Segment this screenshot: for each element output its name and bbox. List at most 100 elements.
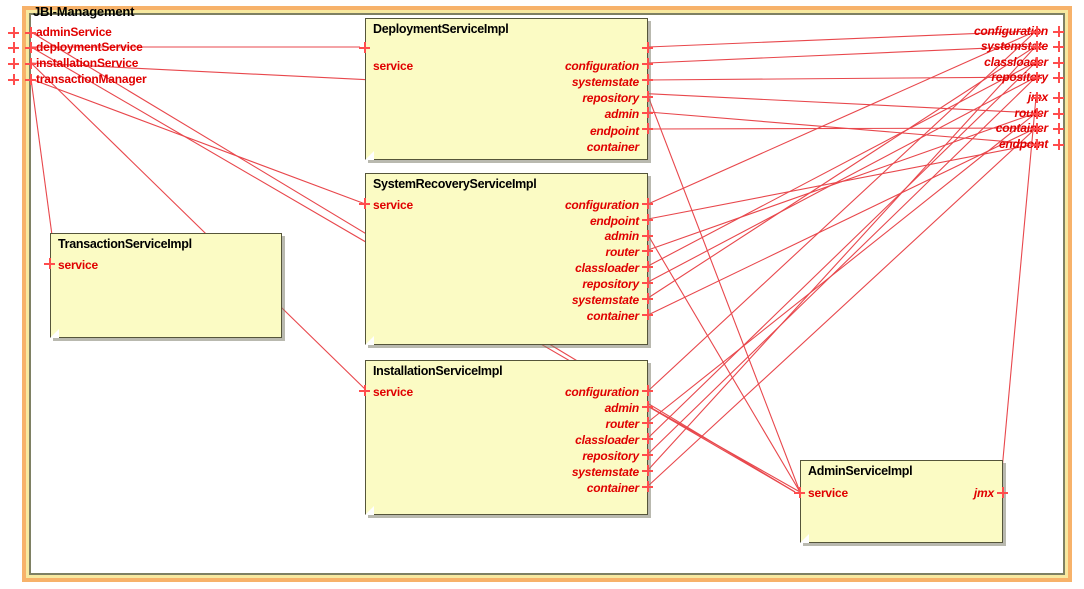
port-service[interactable] <box>44 258 55 269</box>
port-configuration[interactable] <box>642 198 653 209</box>
frame-title: JBI-Management <box>33 4 135 19</box>
frame-left-port-outer-transactionManager[interactable] <box>8 74 19 85</box>
port-systemstate[interactable] <box>642 293 653 304</box>
frame-left-port-label-installationService: installationService <box>36 56 139 70</box>
port-label-systemstate: systemstate <box>571 465 639 479</box>
frame-left-port-transactionManager[interactable] <box>25 74 36 85</box>
frame-right-port-label-jmx: jmx <box>1027 90 1048 104</box>
port-router[interactable] <box>642 245 653 256</box>
port-classloader[interactable] <box>642 261 653 272</box>
port-endpoint[interactable] <box>642 107 653 118</box>
frame-left-port-deploymentService[interactable] <box>25 42 36 53</box>
frame-right-port-outer-router[interactable] <box>1053 108 1064 119</box>
port-label-admin: admin <box>604 401 640 415</box>
port-admin[interactable] <box>642 230 653 241</box>
port-label-router: router <box>605 417 640 431</box>
port-service[interactable] <box>359 42 370 53</box>
frame-right-port-systemstate[interactable] <box>1031 41 1042 52</box>
component-title: AdminServiceImpl <box>808 464 913 478</box>
component-title: SystemRecoveryServiceImpl <box>373 177 537 191</box>
frame-right-port-label-repository: repository <box>991 70 1048 84</box>
component-title: TransactionServiceImpl <box>58 237 192 251</box>
port-label-classloader: classloader <box>575 433 639 447</box>
port-configuration[interactable] <box>642 42 653 53</box>
port-label-repository: repository <box>582 91 639 105</box>
port-label-repository: repository <box>582 449 639 463</box>
port-service[interactable] <box>794 487 805 498</box>
frame-right-port-label-systemstate: systemstate <box>980 39 1048 53</box>
port-label-service: service <box>808 486 848 500</box>
port-container[interactable] <box>642 309 653 320</box>
frame-left-port-label-deploymentService: deploymentService <box>36 40 143 54</box>
port-repository[interactable] <box>642 277 653 288</box>
port-label-jmx: jmx <box>973 486 994 500</box>
frame-right-port-classloader[interactable] <box>1031 57 1042 68</box>
frame-right-port-router[interactable] <box>1031 108 1042 119</box>
frame-left-port-outer-deploymentService[interactable] <box>8 42 19 53</box>
port-systemstate[interactable] <box>642 465 653 476</box>
port-label-repository: repository <box>582 277 639 291</box>
jbi-management-frame-outer <box>22 6 1072 582</box>
port-label-service: service <box>373 198 413 212</box>
frame-right-port-outer-repository[interactable] <box>1053 72 1064 83</box>
port-repository[interactable] <box>642 449 653 460</box>
port-label-admin: admin <box>604 107 640 121</box>
port-service[interactable] <box>359 198 370 209</box>
port-configuration[interactable] <box>642 385 653 396</box>
jbi-management-frame-mid <box>26 10 1068 578</box>
port-jmx[interactable] <box>997 487 1008 498</box>
port-label-systemstate: systemstate <box>571 75 639 89</box>
frame-right-port-configuration[interactable] <box>1031 26 1042 37</box>
port-label-service: service <box>373 385 413 399</box>
frame-right-port-label-configuration: configuration <box>973 24 1048 38</box>
port-label-container: container <box>586 309 639 323</box>
frame-left-port-installationService[interactable] <box>25 58 36 69</box>
port-label-systemstate: systemstate <box>571 293 639 307</box>
frame-left-port-outer-installationService[interactable] <box>8 58 19 69</box>
component-admin-service-impl[interactable]: AdminServiceImpl service jmx <box>800 460 1003 543</box>
frame-right-port-outer-classloader[interactable] <box>1053 57 1064 68</box>
frame-right-port-endpoint[interactable] <box>1031 139 1042 150</box>
component-installation-service-impl[interactable]: InstallationServiceImpl service configur… <box>365 360 648 515</box>
frame-right-port-repository[interactable] <box>1031 72 1042 83</box>
port-service[interactable] <box>359 385 370 396</box>
port-label-router: router <box>605 245 640 259</box>
port-label-service: service <box>58 258 98 272</box>
port-admin[interactable] <box>642 401 653 412</box>
frame-right-port-outer-configuration[interactable] <box>1053 26 1064 37</box>
port-label-container: container <box>586 140 639 154</box>
port-label-service: service <box>373 59 413 73</box>
port-admin[interactable] <box>642 91 653 102</box>
component-deployment-service-impl[interactable]: DeploymentServiceImpl service configurat… <box>365 18 648 160</box>
port-endpoint[interactable] <box>642 214 653 225</box>
frame-left-port-adminService[interactable] <box>25 27 36 38</box>
frame-right-port-outer-container[interactable] <box>1053 123 1064 134</box>
frame-right-port-outer-endpoint[interactable] <box>1053 139 1064 150</box>
port-systemstate[interactable] <box>642 58 653 69</box>
frame-right-port-label-classloader: classloader <box>984 55 1048 69</box>
frame-left-port-label-transactionManager: transactionManager <box>36 72 147 86</box>
frame-right-port-label-endpoint: endpoint <box>998 137 1048 151</box>
frame-right-port-container[interactable] <box>1031 123 1042 134</box>
frame-right-port-outer-systemstate[interactable] <box>1053 41 1064 52</box>
port-classloader[interactable] <box>642 433 653 444</box>
frame-right-port-label-router: router <box>1014 106 1049 120</box>
port-repository[interactable] <box>642 74 653 85</box>
port-container[interactable] <box>642 481 653 492</box>
component-title: DeploymentServiceImpl <box>373 22 509 36</box>
frame-left-port-outer-adminService[interactable] <box>8 27 19 38</box>
port-router[interactable] <box>642 417 653 428</box>
port-label-endpoint: endpoint <box>589 214 639 228</box>
component-system-recovery-service-impl[interactable]: SystemRecoveryServiceImpl service config… <box>365 173 648 345</box>
frame-right-port-jmx[interactable] <box>1031 92 1042 103</box>
frame-right-port-label-container: container <box>995 121 1048 135</box>
port-label-container: container <box>586 481 639 495</box>
port-label-configuration: configuration <box>564 59 639 73</box>
frame-right-port-outer-jmx[interactable] <box>1053 92 1064 103</box>
frame-left-port-label-adminService: adminService <box>36 25 112 39</box>
port-label-admin: admin <box>604 229 640 243</box>
port-label-configuration: configuration <box>564 385 639 399</box>
component-transaction-service-impl[interactable]: TransactionServiceImpl service <box>50 233 282 338</box>
port-container[interactable] <box>642 123 653 134</box>
